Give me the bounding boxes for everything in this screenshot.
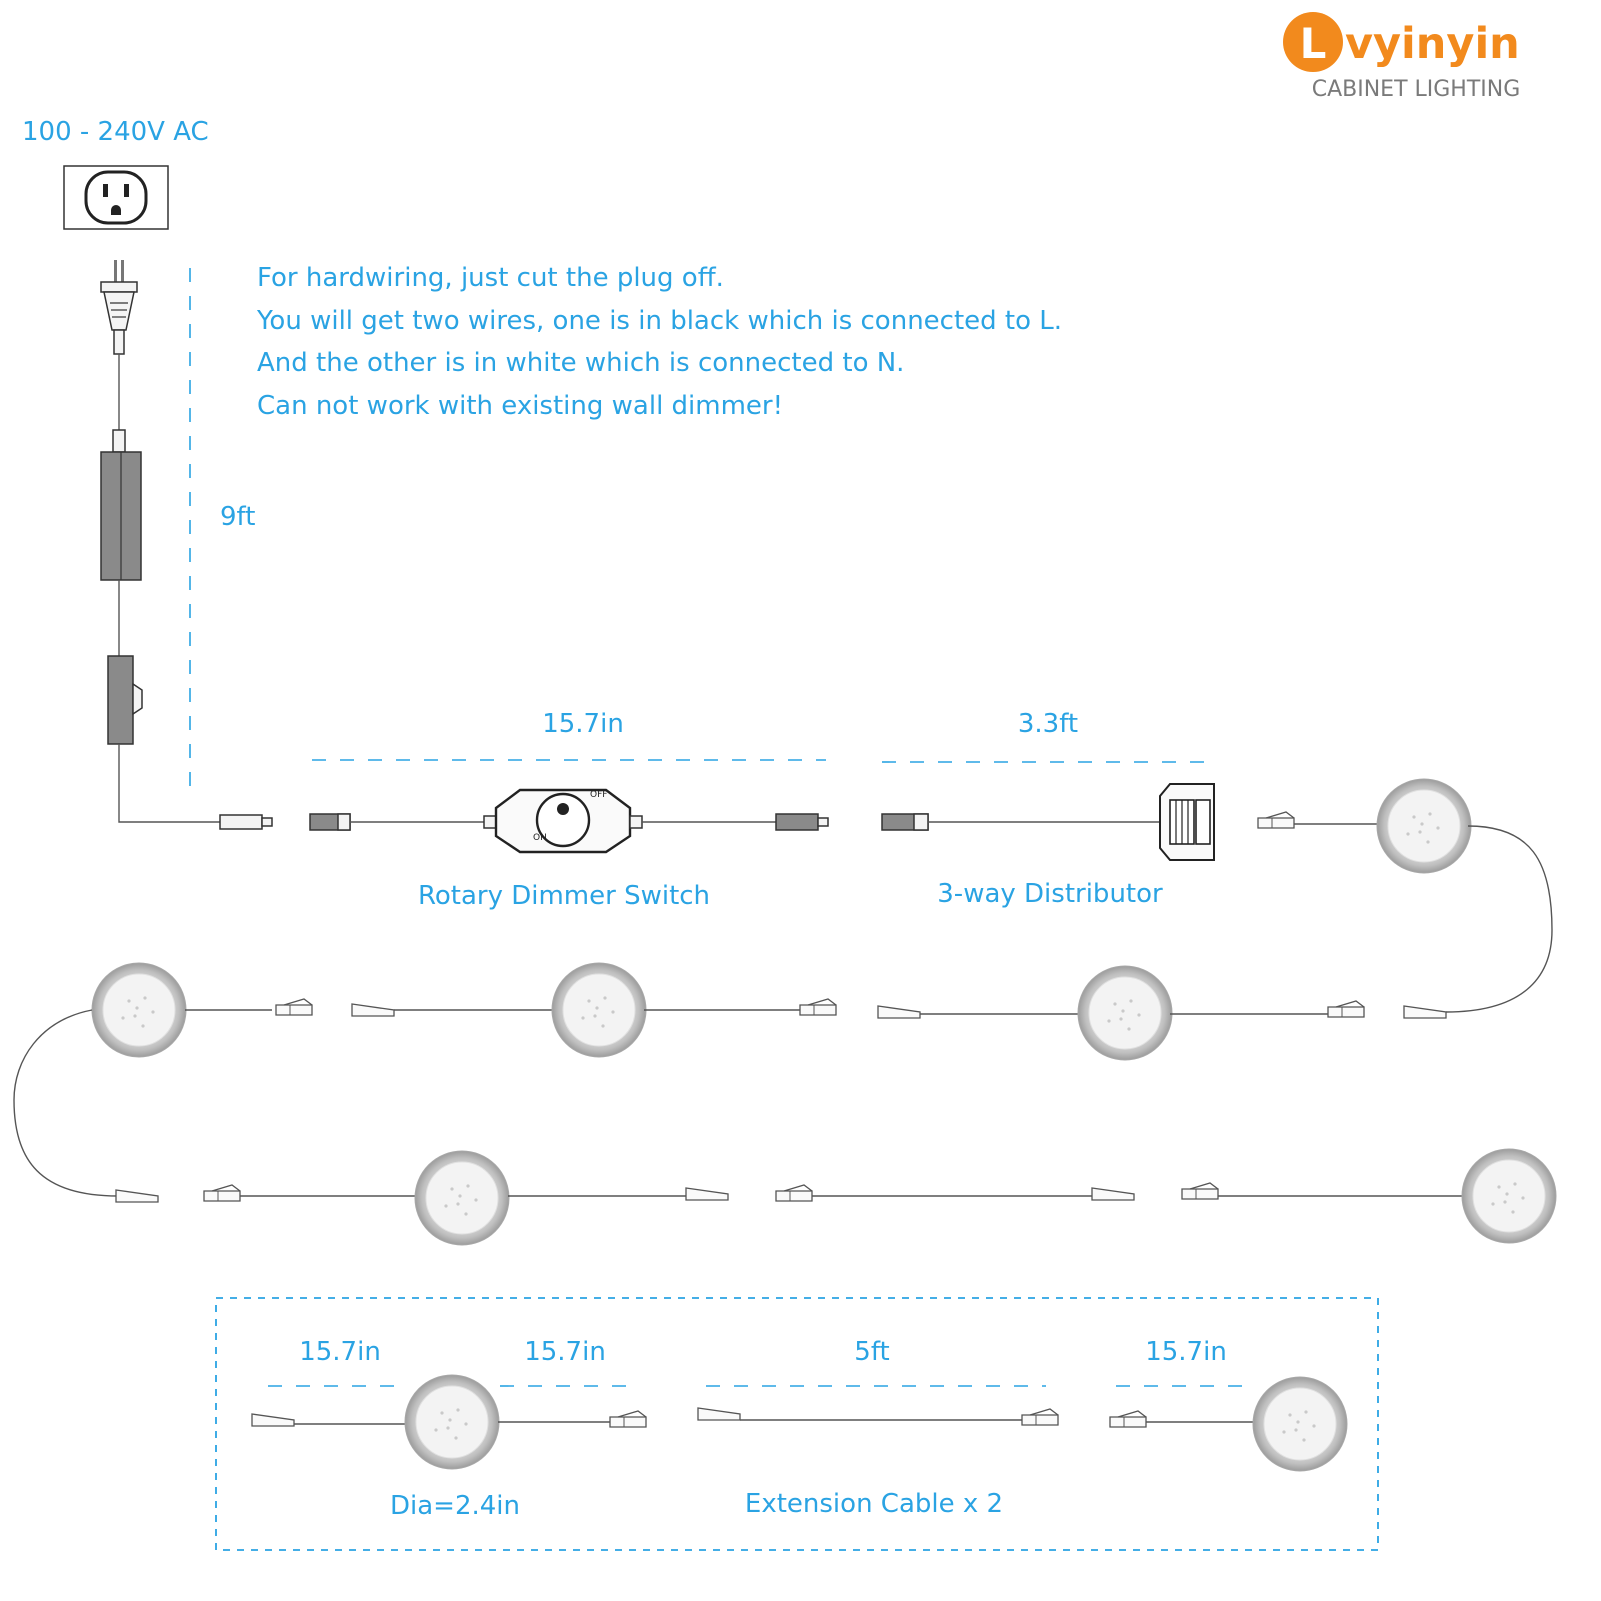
light-lead-left-label: 15.7in <box>299 1337 381 1367</box>
brand-logo: L vyinyin CABINET LIGHTING <box>1283 12 1520 102</box>
connector <box>609 1410 647 1428</box>
dimmer-switch: OFF ON <box>309 788 829 854</box>
rocker-switch-icon <box>107 655 143 745</box>
connector <box>1403 1005 1447 1019</box>
plug-icon <box>100 260 138 355</box>
connector <box>697 1407 741 1421</box>
connector <box>1327 1000 1365 1018</box>
logo-tagline: CABINET LIGHTING <box>1312 77 1521 102</box>
extension-length-label: 5ft <box>854 1337 889 1367</box>
connector <box>1021 1408 1059 1426</box>
dimmer-length-label: 15.7in <box>542 709 624 739</box>
diameter-label: Dia=2.4in <box>390 1491 520 1521</box>
dimmer-on-mark: ON <box>533 833 547 843</box>
connector <box>1181 1182 1219 1200</box>
light-chain <box>13 778 1557 1246</box>
distributor-length-label: 3.3ft <box>1018 709 1078 739</box>
connector <box>799 998 837 1016</box>
note-line: And the other is in white which is conne… <box>257 348 904 378</box>
puck-light-icon <box>1252 1376 1348 1472</box>
puck-light-icon <box>404 1374 500 1470</box>
cord-length-label: 9ft <box>220 502 255 532</box>
logo-badge <box>1283 12 1343 72</box>
logo-name: vyinyin <box>1345 19 1520 69</box>
power-adapter-icon <box>100 429 142 581</box>
note-line: For hardwiring, just cut the plug off. <box>257 263 724 293</box>
voltage-label: 100 - 240V AC <box>22 117 209 147</box>
hardwiring-notes: For hardwiring, just cut the plug off. Y… <box>256 263 1062 421</box>
dc-plug-male <box>219 814 273 830</box>
legend-border <box>215 1297 1379 1551</box>
connector <box>1109 1410 1147 1428</box>
puck-light-icon <box>91 962 187 1058</box>
dimmer-name-label: Rotary Dimmer Switch <box>418 881 710 911</box>
connector <box>1091 1187 1135 1201</box>
connector <box>1257 811 1295 829</box>
distributor <box>881 783 1215 861</box>
end-light-lead-label: 15.7in <box>1145 1337 1227 1367</box>
light-lead-right-label: 15.7in <box>524 1337 606 1367</box>
distributor-name-label: 3-way Distributor <box>937 879 1163 909</box>
note-line: You will get two wires, one is in black … <box>256 306 1062 336</box>
extension-name-label: Extension Cable x 2 <box>745 1489 1003 1519</box>
connector <box>115 1189 159 1203</box>
puck-light-icon <box>551 962 647 1058</box>
dimmer-knob <box>535 792 591 848</box>
puck-light-icon <box>1376 778 1472 874</box>
note-line: Can not work with existing wall dimmer! <box>257 391 783 421</box>
connector <box>775 1184 813 1202</box>
connector <box>877 1005 921 1019</box>
connector <box>203 1184 241 1202</box>
components-legend: 15.7in 15.7in Dia=2.4in 5ft Extension Ca… <box>215 1297 1379 1551</box>
wall-outlet-icon <box>63 165 169 230</box>
puck-light-icon <box>1461 1148 1557 1244</box>
puck-light-icon <box>1077 965 1173 1061</box>
connector <box>275 998 313 1016</box>
puck-light-icon <box>414 1150 510 1246</box>
logo-letter: L <box>1300 19 1327 68</box>
connector <box>351 1003 395 1017</box>
connector <box>251 1413 295 1427</box>
dimmer-off-mark: OFF <box>590 790 607 800</box>
connector <box>685 1187 729 1201</box>
